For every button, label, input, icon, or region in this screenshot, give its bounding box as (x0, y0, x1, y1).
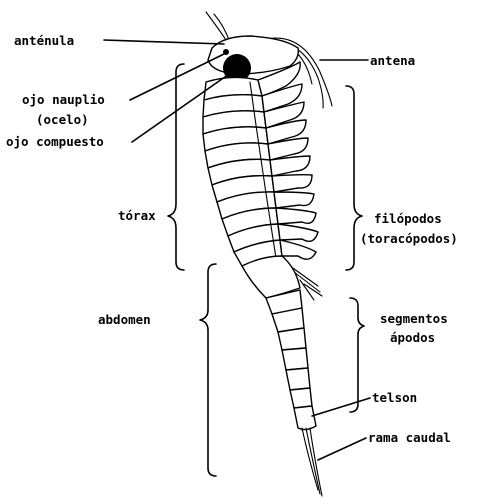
leader-antenula (104, 40, 224, 44)
label-toracopodos: (toracópodos) (360, 231, 458, 246)
label-antenula: anténula (14, 33, 74, 48)
brace-thorax-left (168, 64, 184, 270)
label-rama-caudal: rama caudal (368, 430, 451, 445)
organism-drawing (203, 12, 332, 496)
brace-abdomen-left (200, 264, 216, 476)
antennule-drawing (206, 12, 229, 40)
brace-segments-right (350, 298, 364, 412)
caudal-rami-drawing (302, 428, 322, 496)
telson (294, 406, 316, 430)
leader-telson (312, 398, 370, 416)
label-apodos: ápodos (390, 330, 435, 345)
label-segmentos: segmentos (380, 311, 448, 326)
label-telson: telson (372, 390, 417, 405)
label-abdomen: abdomen (98, 312, 151, 327)
label-ojo-compuesto: ojo compuesto (6, 134, 104, 149)
label-filopodos: filópodos (374, 211, 442, 226)
leader-rama-caudal (318, 438, 366, 460)
label-ojo-nauplio: ojo nauplio (22, 92, 105, 107)
label-antena: antena (370, 53, 415, 68)
abdomen-segments (242, 256, 312, 408)
label-torax: tórax (118, 208, 156, 223)
label-ocelo: (ocelo) (36, 112, 89, 127)
